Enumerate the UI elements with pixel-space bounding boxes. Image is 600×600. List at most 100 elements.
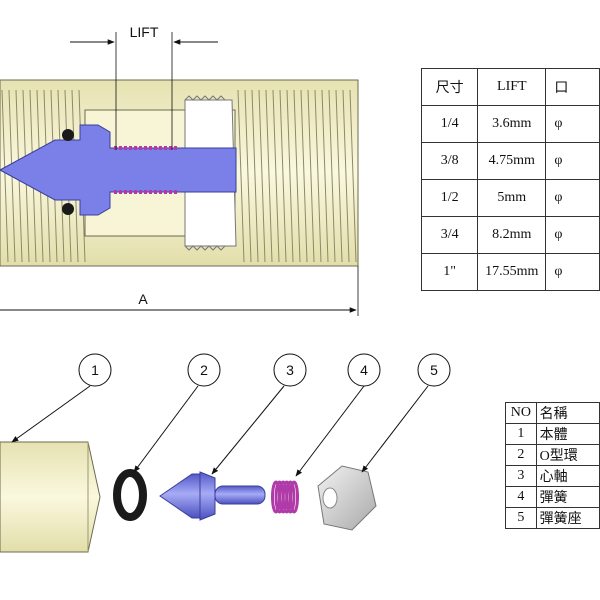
table-row: 1 本體 xyxy=(505,423,600,445)
spring-coil xyxy=(119,146,122,150)
part-number-cell: 2 xyxy=(505,444,537,466)
thread-line xyxy=(335,89,343,263)
part-3-stem-collar xyxy=(199,471,216,521)
table-row: 4 彈簧 xyxy=(505,486,600,508)
callout-1-number: 1 xyxy=(91,362,99,378)
callout-1: 1 xyxy=(78,353,112,387)
parts-header-no: NO xyxy=(505,402,537,424)
table-row: 1" 17.55mm φ xyxy=(420,253,600,291)
spec-port-cell: φ xyxy=(545,253,600,291)
thread-line xyxy=(307,89,315,263)
part-5-spring-seat xyxy=(317,465,377,531)
spec-header-size: 尺寸 xyxy=(420,68,479,106)
spec-port-cell: φ xyxy=(545,142,600,180)
table-row: 3 心軸 xyxy=(505,465,600,487)
valve-stem-section xyxy=(0,124,237,216)
spring-coil xyxy=(114,190,117,194)
callout-2-number: 2 xyxy=(200,362,208,378)
callout-1-leader xyxy=(11,385,91,443)
callout-3-leader xyxy=(211,385,285,475)
part-2-oring xyxy=(113,469,147,521)
spring-coil xyxy=(114,146,117,150)
spec-header-port: 口 xyxy=(545,68,600,106)
part-name-cell: 彈簧 xyxy=(535,486,600,508)
thread-line xyxy=(251,89,259,263)
callout-2: 2 xyxy=(187,353,221,387)
spec-size-cell: 1" xyxy=(420,253,479,291)
part-number-cell: 4 xyxy=(505,486,537,508)
spring-coil xyxy=(154,146,157,150)
callout-5-number: 5 xyxy=(430,362,438,378)
thread-line xyxy=(265,89,273,263)
spring-coil xyxy=(159,146,162,150)
section-view: LIFT A xyxy=(0,24,359,316)
spec-lift-cell: 8.2mm xyxy=(477,216,547,254)
part-name-cell: 彈簧座 xyxy=(535,507,600,529)
spec-port-cell: φ xyxy=(545,105,600,143)
exploded-view: 1 2 3 4 5 xyxy=(0,353,451,553)
spring-coil xyxy=(129,146,132,150)
thread-line xyxy=(314,89,322,263)
part-1-body xyxy=(0,441,101,553)
spring-coil xyxy=(139,190,142,194)
spec-header-lift: LIFT xyxy=(477,68,547,106)
part-3-stem-shaft xyxy=(214,485,266,505)
part-number-cell: 1 xyxy=(505,423,537,445)
oring-section-bottom xyxy=(62,203,74,215)
callout-3: 3 xyxy=(273,353,307,387)
spring-coil xyxy=(139,146,142,150)
callout-3-number: 3 xyxy=(286,362,294,378)
spec-table: 尺寸 LIFT 口 1/4 3.6mm φ 3/8 4.75mm φ 1/2 5… xyxy=(420,68,600,291)
thread-line xyxy=(321,89,329,263)
spring-coil xyxy=(169,146,172,150)
spec-lift-cell: 17.55mm xyxy=(477,253,547,291)
table-row: 3/8 4.75mm φ xyxy=(420,142,600,180)
callout-4-leader xyxy=(295,385,365,477)
callout-2-leader xyxy=(133,385,199,473)
parts-table-header: NO 名稱 xyxy=(505,402,600,424)
thread-line xyxy=(279,89,287,263)
spec-size-cell: 3/8 xyxy=(420,142,479,180)
dim-a-label: A xyxy=(138,291,148,307)
spring-coil xyxy=(174,190,177,194)
spec-size-cell: 1/4 xyxy=(420,105,479,143)
spring-coil xyxy=(149,146,152,150)
spring-coil xyxy=(169,190,172,194)
thread-line xyxy=(328,89,336,263)
spring-coil xyxy=(289,480,299,514)
thread-line xyxy=(342,89,350,263)
part-number-cell: 5 xyxy=(505,507,537,529)
thread-line xyxy=(286,89,294,263)
table-row: 1/2 5mm φ xyxy=(420,179,600,217)
table-row: 5 彈簧座 xyxy=(505,507,600,529)
table-row: 2 O型環 xyxy=(505,444,600,466)
spec-size-cell: 3/4 xyxy=(420,216,479,254)
spring-coil xyxy=(144,146,147,150)
spring-coil xyxy=(154,190,157,194)
thread-line xyxy=(258,89,266,263)
part-number-cell: 3 xyxy=(505,465,537,487)
spec-lift-cell: 4.75mm xyxy=(477,142,547,180)
spring-coil xyxy=(164,146,167,150)
spring-coil xyxy=(119,190,122,194)
table-row: 3/4 8.2mm φ xyxy=(420,216,600,254)
spring-section xyxy=(114,146,177,194)
spec-lift-cell: 5mm xyxy=(477,179,547,217)
spec-size-cell: 1/2 xyxy=(420,179,479,217)
spring-coil xyxy=(124,190,127,194)
part-name-cell: O型環 xyxy=(535,444,600,466)
spring-coil xyxy=(134,146,137,150)
spec-lift-cell: 3.6mm xyxy=(477,105,547,143)
part-name-cell: 心軸 xyxy=(535,465,600,487)
parts-header-name: 名稱 xyxy=(535,402,600,424)
callout-5-leader xyxy=(361,385,429,473)
spec-port-cell: φ xyxy=(545,179,600,217)
spring-coil xyxy=(159,190,162,194)
thread-line xyxy=(272,89,280,263)
thread-line xyxy=(349,89,357,263)
spring-coil xyxy=(129,190,132,194)
table-row: 1/4 3.6mm φ xyxy=(420,105,600,143)
lift-label: LIFT xyxy=(130,24,159,40)
oring-section-top xyxy=(62,129,74,141)
